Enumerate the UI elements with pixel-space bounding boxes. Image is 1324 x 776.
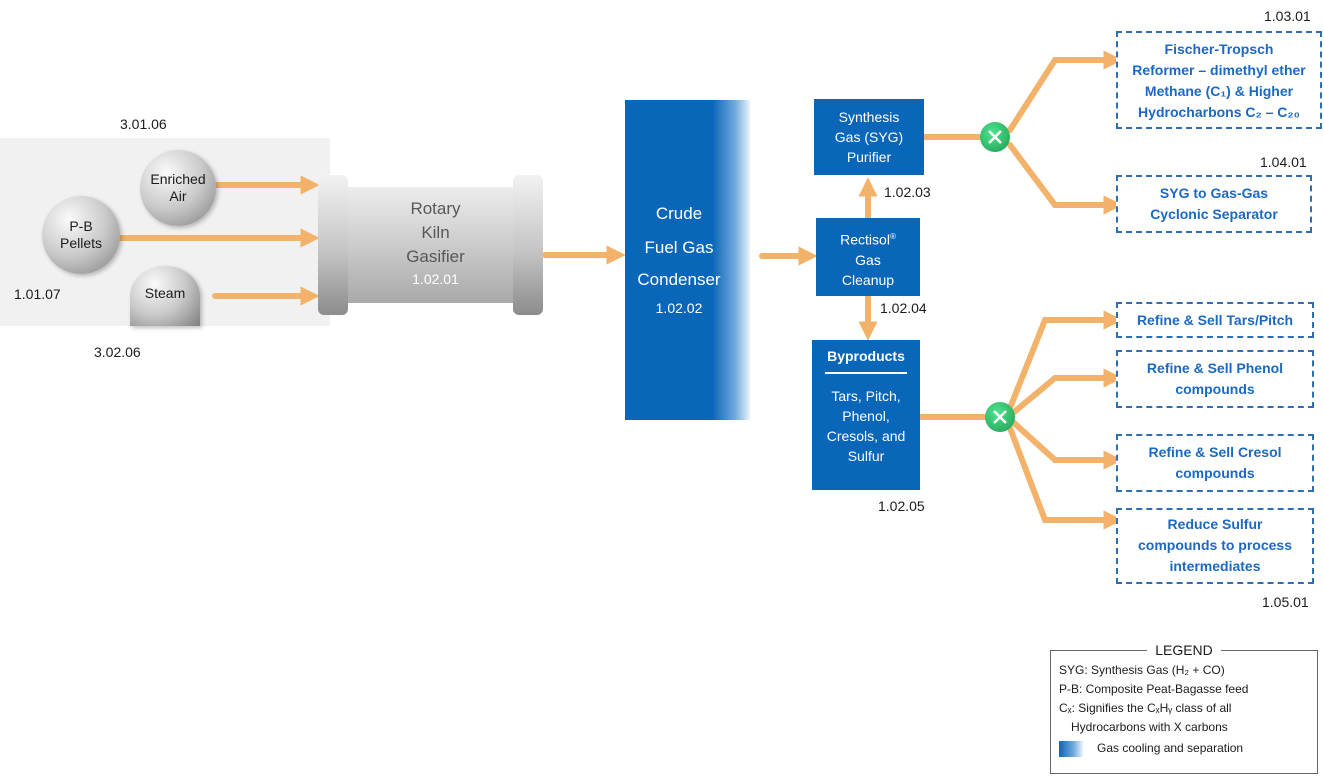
branch-to-tars — [1007, 310, 1123, 411]
cleanup-label-1: Rectisol — [840, 231, 890, 248]
rectisol-gas-cleanup: Rectisol® Gas Cleanup — [816, 218, 920, 296]
output-fischer-tropsch: Fischer-Tropsch Reformer – dimethyl ethe… — [1116, 31, 1322, 129]
rotary-kiln-gasifier: Rotary Kiln Gasifier 1.02.01 — [318, 175, 543, 315]
purifier-label-1: Synthesis — [838, 109, 900, 125]
pb-pellets-code: 1.01.07 — [14, 286, 61, 302]
sulfur-code: 1.05.01 — [1262, 594, 1309, 610]
separator-line-1: SYG to Gas-Gas — [1159, 185, 1269, 201]
branch-to-cresol — [1010, 419, 1123, 470]
purifier-code: 1.02.03 — [884, 184, 931, 200]
legend-line-4: Hydrocarbons with X carbons — [1071, 720, 1228, 734]
byproducts-code: 1.02.05 — [878, 498, 925, 514]
cleanup-label-3: Cleanup — [841, 271, 895, 288]
split-x-icon — [988, 130, 1002, 144]
byproducts-line-2: Phenol, — [842, 408, 890, 424]
steam-label: Steam — [144, 285, 186, 302]
legend-title: LEGEND — [1147, 642, 1221, 658]
phenol-line-2: compounds — [1175, 381, 1255, 397]
fischer-line-3: Methane (C₁) & Higher — [1144, 83, 1294, 99]
fischer-line-1: Fischer-Tropsch — [1164, 41, 1274, 57]
cleanup-code: 1.02.04 — [880, 300, 927, 316]
separator-line-2: Cyclonic Separator — [1150, 206, 1278, 222]
sulfur-line-3: intermediates — [1169, 558, 1261, 574]
kiln-code: 1.02.01 — [412, 271, 459, 287]
tars-line-1: Refine & Sell Tars/Pitch — [1136, 312, 1294, 328]
cresol-line-2: compounds — [1175, 465, 1255, 481]
sulfur-line-1: Reduce Sulfur — [1167, 516, 1263, 532]
split-hub-bottom — [985, 402, 1015, 432]
steam-node: Steam — [130, 266, 200, 326]
crude-fuel-gas-condenser: Crude Fuel Gas Condenser 1.02.02 — [625, 100, 750, 420]
byproducts-line-4: Sulfur — [847, 448, 885, 464]
fischer-code: 1.03.01 — [1264, 8, 1311, 24]
cleanup-trademark: ® — [889, 232, 896, 241]
fischer-line-2: Reformer – dimethyl ether — [1132, 62, 1306, 78]
branch-to-sulfur — [1007, 425, 1123, 530]
cleanup-label-2: Gas — [855, 251, 881, 268]
legend-line-1: SYG: Synthesis Gas (H₂ + CO) — [1059, 663, 1225, 677]
output-sulfur: Reduce Sulfur compounds to process inter… — [1116, 508, 1314, 584]
output-cyclonic-separator: SYG to Gas-Gas Cyclonic Separator — [1116, 175, 1312, 233]
legend-line-3: Cₓ: Signifies the CₓHᵧ class of all — [1059, 701, 1232, 715]
branch-to-phenol — [1010, 368, 1123, 416]
byproducts-title: Byproducts — [827, 348, 905, 364]
condenser-code: 1.02.02 — [655, 300, 703, 316]
legend-swatch-label: Gas cooling and separation — [1097, 741, 1244, 755]
legend-swatch — [1059, 740, 1083, 757]
kiln-label-1: Rotary — [410, 199, 461, 218]
condenser-label-2: Fuel Gas — [644, 238, 714, 257]
cresol-line-1: Refine & Sell Cresol — [1148, 444, 1282, 460]
kiln-body — [328, 187, 533, 303]
enriched-air-label-2: Air — [169, 188, 187, 204]
byproducts-divider — [825, 372, 907, 374]
legend-line-2: P-B: Composite Peat-Bagasse feed — [1059, 682, 1249, 696]
byproducts-line-1: Tars, Pitch, — [831, 388, 901, 404]
enriched-air-code: 3.01.06 — [120, 116, 167, 132]
kiln-label-3: Gasifier — [406, 247, 465, 266]
condenser-label-3: Condenser — [637, 270, 721, 289]
condenser-label-1: Crude — [655, 204, 703, 223]
fischer-line-4: Hydrocharbons C₂ – C₂₀ — [1138, 104, 1300, 120]
pb-pellets-label-2: Pellets — [59, 235, 103, 251]
legend: LEGEND SYG: Synthesis Gas (H₂ + CO) P-B:… — [1050, 642, 1318, 774]
byproducts-line-3: Cresols, and — [826, 428, 906, 444]
branch-to-separator — [1007, 142, 1123, 215]
split-hub-top — [980, 122, 1010, 152]
output-phenol: Refine & Sell Phenol compounds — [1116, 350, 1314, 408]
separator-code: 1.04.01 — [1260, 154, 1307, 170]
split-x-icon — [993, 410, 1007, 424]
kiln-ring-right — [513, 175, 543, 315]
steam-code: 3.02.06 — [94, 344, 141, 360]
output-tars-pitch: Refine & Sell Tars/Pitch — [1116, 302, 1314, 338]
enriched-air-label-1: Enriched — [150, 170, 206, 187]
pb-pellets-label-1: P-B — [69, 217, 93, 234]
phenol-line-1: Refine & Sell Phenol — [1146, 360, 1284, 376]
kiln-label: Rotary Kiln Gasifier 1.02.01 — [373, 197, 498, 289]
output-cresol: Refine & Sell Cresol compounds — [1116, 434, 1314, 492]
purifier-label-3: Purifier — [846, 149, 892, 165]
byproducts-block: Byproducts Tars, Pitch, Phenol, Cresols,… — [812, 340, 920, 490]
syg-purifier: Synthesis Gas (SYG) Purifier — [814, 99, 924, 175]
kiln-ring-left — [318, 175, 348, 315]
sulfur-line-2: compounds to process — [1137, 537, 1293, 553]
branch-to-fischer — [1007, 50, 1123, 133]
purifier-label-2: Gas (SYG) — [834, 129, 904, 145]
kiln-label-2: Kiln — [421, 223, 450, 242]
